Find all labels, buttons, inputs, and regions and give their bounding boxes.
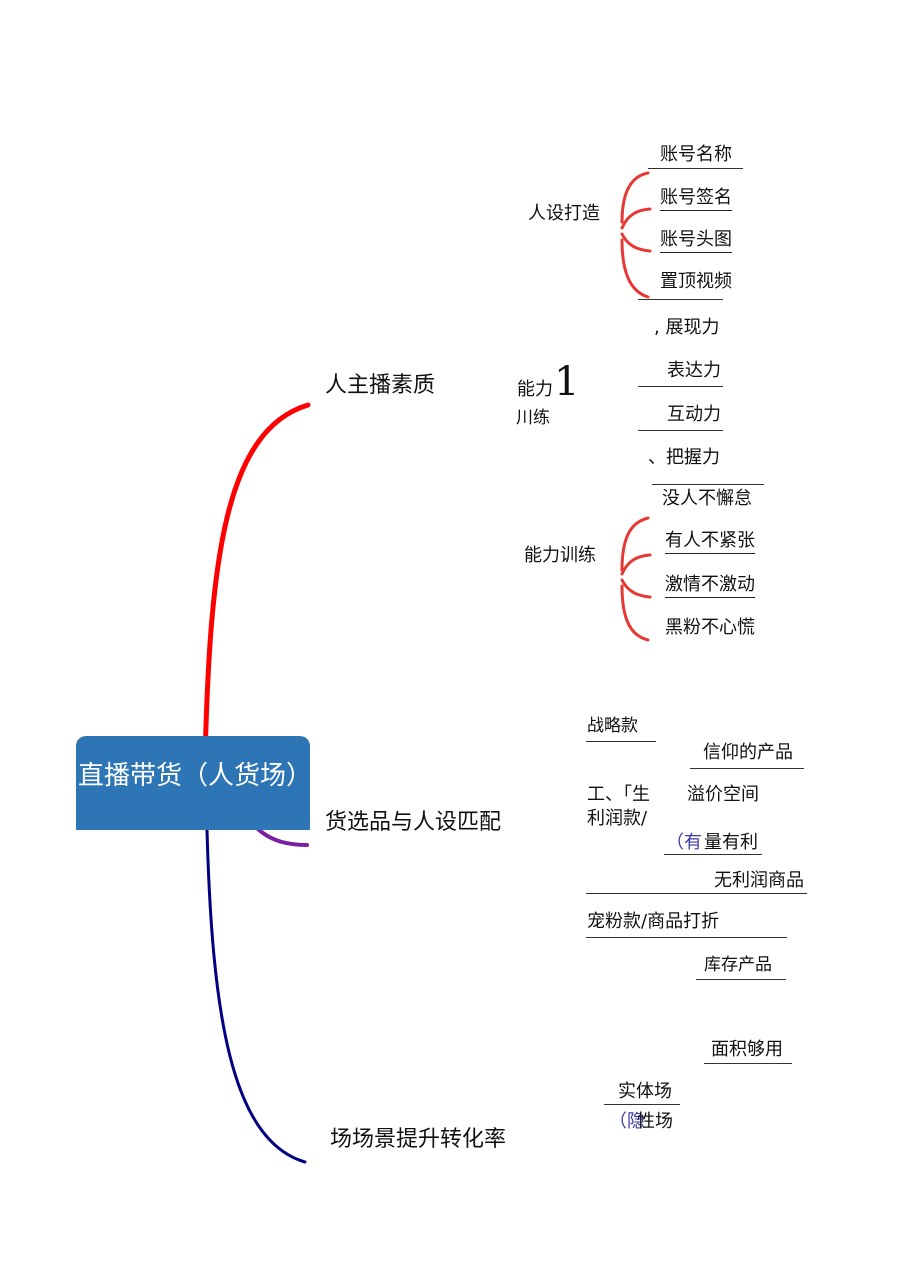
scene-area: 面积够用 bbox=[711, 1039, 783, 1060]
divider bbox=[586, 893, 807, 894]
goods-belief: 信仰的产品 bbox=[703, 742, 793, 763]
divider bbox=[648, 168, 743, 169]
host-topic[interactable]: 人主播素质 bbox=[325, 373, 436, 398]
goods-volume-a: （有 bbox=[666, 832, 702, 853]
goods-fan: 宠粉款/商品打折 bbox=[587, 911, 720, 932]
goods-no-profit: 无利润商品 bbox=[714, 870, 804, 891]
persona-node[interactable]: 人设打造 bbox=[528, 203, 600, 224]
ability2-item-4: 黑粉不心慌 bbox=[665, 617, 755, 638]
divider bbox=[638, 386, 723, 387]
persona-fan bbox=[620, 171, 652, 299]
ability1-label-a[interactable]: 能力 bbox=[517, 379, 553, 400]
ability2-node[interactable]: 能力训练 bbox=[524, 545, 596, 566]
ability1-item-interact: 互动力 bbox=[667, 404, 721, 425]
goods-profit-a: 工、「生 bbox=[587, 784, 650, 805]
scene-hidden-b: 性场 bbox=[637, 1111, 673, 1132]
goods-volume-b: 量有利 bbox=[704, 832, 758, 853]
ability-fan bbox=[620, 516, 652, 642]
divider bbox=[664, 854, 762, 855]
scene-physical: 实体场 bbox=[618, 1081, 672, 1102]
root-node[interactable] bbox=[76, 736, 310, 830]
scene-hidden-a: （隐 bbox=[609, 1111, 645, 1132]
host-branch-curve bbox=[202, 402, 311, 763]
divider bbox=[604, 1104, 680, 1105]
goods-topic[interactable]: 货选品与人设匹配 bbox=[325, 810, 502, 835]
ability1-label-c: 川练 bbox=[516, 408, 550, 428]
divider bbox=[704, 1063, 792, 1064]
ability1-item-express: 表达力 bbox=[667, 360, 721, 381]
divider bbox=[652, 484, 764, 485]
divider bbox=[586, 741, 656, 742]
divider bbox=[690, 768, 804, 769]
ability2-item-3: 激情不激动 bbox=[665, 576, 755, 598]
goods-strategy: 战略款 bbox=[587, 716, 638, 736]
scene-branch-curve bbox=[205, 828, 307, 1164]
divider bbox=[696, 979, 786, 980]
goods-stock: 库存产品 bbox=[704, 955, 772, 975]
ability2-item-2: 有人不紧张 bbox=[665, 532, 755, 554]
scene-topic[interactable]: 场场景提升转化率 bbox=[330, 1127, 507, 1152]
ability1-item-control: 、把握力 bbox=[648, 447, 720, 468]
persona-item-video: 置顶视频 bbox=[660, 271, 732, 292]
divider bbox=[586, 937, 787, 938]
root-label: 直播带货（人货场） bbox=[78, 761, 313, 791]
divider bbox=[638, 430, 723, 431]
persona-item-avatar: 账号头图 bbox=[660, 231, 732, 253]
goods-profit-b: 利润款/ bbox=[587, 808, 648, 829]
ability1-item-show: , 展现力 bbox=[654, 317, 720, 338]
goods-premium: 溢价空间 bbox=[687, 784, 759, 805]
persona-item-signature: 账号签名 bbox=[660, 189, 732, 211]
ability2-item-1: 没人不懈怠 bbox=[662, 488, 752, 509]
persona-item-name: 账号名称 bbox=[660, 144, 732, 165]
ability1-label-b: 1 bbox=[554, 359, 580, 405]
divider bbox=[638, 299, 723, 300]
